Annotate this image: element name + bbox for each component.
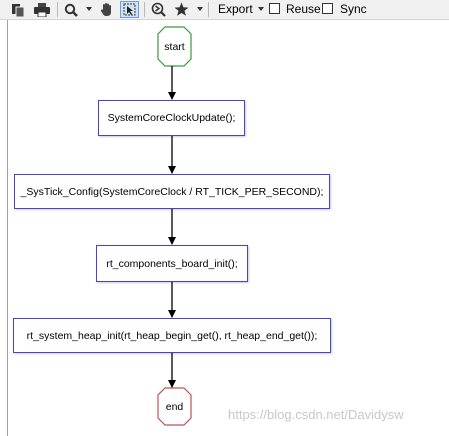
reuse-label: Reuse xyxy=(286,2,321,16)
copy-icon[interactable] xyxy=(10,1,26,18)
process-step-system-core-clock-update[interactable]: SystemCoreClockUpdate(); xyxy=(98,100,245,136)
sync-label: Sync xyxy=(340,2,367,16)
reuse-checkbox[interactable] xyxy=(269,3,280,14)
favorite-star-icon[interactable] xyxy=(173,1,190,18)
flowchart-diagram xyxy=(157,26,192,426)
watermark-text: https://blog.csdn.net/Davidysw xyxy=(228,407,404,422)
zoom-fit-icon[interactable] xyxy=(150,1,167,18)
sync-checkbox[interactable] xyxy=(322,3,333,14)
export-button[interactable]: Export xyxy=(218,2,253,16)
toolbar-separator xyxy=(144,2,145,17)
toolbar-separator xyxy=(57,2,58,17)
favorite-dropdown-chevron-down-icon[interactable] xyxy=(197,7,203,11)
toolbar: Export Reuse Sync xyxy=(0,0,449,20)
end-node-shape[interactable] xyxy=(157,387,192,426)
process-step-components-board-init[interactable]: rt_components_board_init(); xyxy=(96,245,248,282)
export-dropdown-chevron-down-icon[interactable] xyxy=(258,7,264,11)
start-node-label: start xyxy=(164,40,185,53)
zoom-dropdown-chevron-down-icon[interactable] xyxy=(86,7,92,11)
print-icon[interactable] xyxy=(33,1,51,18)
pan-hand-icon[interactable] xyxy=(99,1,115,18)
zoom-icon[interactable] xyxy=(63,1,79,18)
process-step-system-heap-init[interactable]: rt_system_heap_init(rt_heap_begin_get(),… xyxy=(13,318,331,353)
select-pointer-icon[interactable] xyxy=(120,1,139,18)
process-step-systick-config[interactable]: _SysTick_Config(SystemCoreClock / RT_TIC… xyxy=(14,174,330,209)
flowchart-canvas[interactable]: start end SystemCoreClockUpdate(); _SysT… xyxy=(7,20,449,436)
start-node-shape[interactable] xyxy=(157,26,192,67)
end-node-label: end xyxy=(165,400,184,413)
toolbar-separator xyxy=(208,2,209,17)
